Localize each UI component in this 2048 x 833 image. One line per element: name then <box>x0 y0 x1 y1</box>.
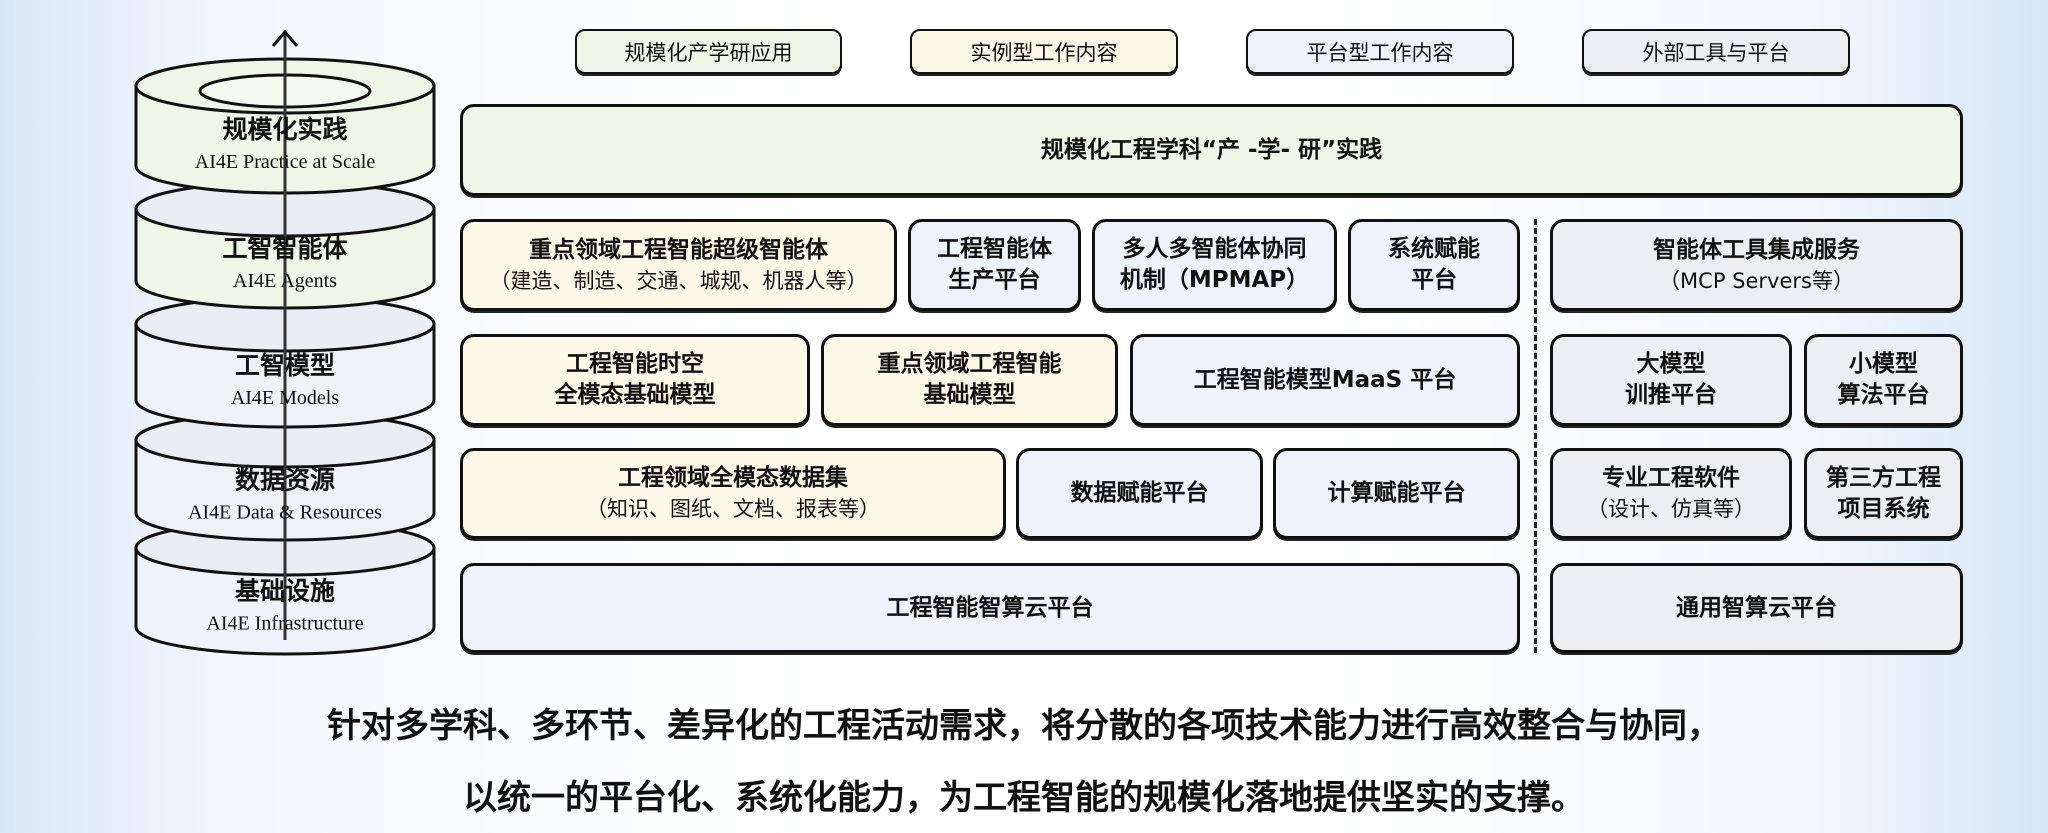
layer-title: 工智模型 <box>235 351 335 380</box>
box-title: 工程智能智算云平台 <box>886 594 1094 621</box>
box-title: 小模型 <box>1849 351 1918 377</box>
up-arrow-icon <box>271 29 299 640</box>
legend-label: 平台型工作内容 <box>1306 40 1454 65</box>
box-title: 计算赋能平台 <box>1327 480 1466 506</box>
layer-title: 基础设施 <box>235 577 335 606</box>
box-title: 数据赋能平台 <box>1070 480 1209 506</box>
large-model-box: 大模型训推平台 <box>1550 334 1792 426</box>
box-title: 重点领域工程智能超级智能体 <box>529 236 828 263</box>
box-title: 项目系统 <box>1837 495 1930 522</box>
general-cloud-box: 通用智算云平台 <box>1550 563 1963 653</box>
mcp-box: 智能体工具集成服务 （MCP Servers等） <box>1550 219 1963 311</box>
box-sub: （知识、图纸、文档、报表等） <box>586 497 880 521</box>
spatiotemporal-model-box: 工程智能时空全模态基础模型 <box>460 334 810 426</box>
box-title: 第三方工程 <box>1826 464 1941 491</box>
box-title: 工程智能模型MaaS 平台 <box>1193 366 1457 393</box>
box-title: 生产平台 <box>948 267 1041 293</box>
legend-label: 规模化产学研应用 <box>624 40 793 65</box>
box-title: 大模型 <box>1636 351 1706 377</box>
legend-external-tools: 外部工具与平台 <box>1582 29 1850 74</box>
agent-production-box: 工程智能体生产平台 <box>908 219 1081 311</box>
box-title: 工程智能时空 <box>566 351 704 377</box>
box-title: 系统赋能 <box>1388 236 1480 262</box>
dataset-box: 工程领域全模态数据集 （知识、图纸、文档、报表等） <box>460 448 1006 539</box>
layer-subtitle: AI4E Agents <box>233 270 337 292</box>
domain-model-box: 重点领域工程智能基础模型 <box>821 334 1118 426</box>
layer-subtitle: AI4E Infrastructure <box>206 613 363 635</box>
engineering-software-box: 专业工程软件 （设计、仿真等） <box>1550 448 1792 539</box>
layer-title: 规模化实践 <box>222 115 347 144</box>
legend-label: 外部工具与平台 <box>1642 40 1790 65</box>
mpmap-box: 多人多智能体协同机制（MPMAP） <box>1092 219 1337 311</box>
practice-label: 规模化工程学科“产 -学- 研”实践 <box>1040 136 1383 163</box>
dashed-divider <box>1534 219 1537 653</box>
box-title: 全模态基础模型 <box>554 382 716 408</box>
summary-line-2: 以统一的平台化、系统化能力，为工程智能的规模化落地提供坚实的支撑。 <box>463 778 1585 818</box>
layer-subtitle: AI4E Models <box>231 387 340 409</box>
box-title: 基础模型 <box>923 382 1016 408</box>
layer-subtitle: AI4E Data & Resources <box>188 502 382 524</box>
box-sub: （设计、仿真等） <box>1587 497 1755 521</box>
box-title: 训推平台 <box>1625 382 1717 408</box>
box-sub: （MCP Servers等） <box>1659 268 1854 293</box>
box-sub: （建造、制造、交通、城规、机器人等） <box>489 268 868 293</box>
box-title: 专业工程软件 <box>1602 465 1740 491</box>
data-platform-box: 数据赋能平台 <box>1016 448 1263 539</box>
legend-platform-work: 平台型工作内容 <box>1246 29 1514 74</box>
box-title: 重点领域工程智能 <box>877 351 1062 377</box>
box-title: 机制（MPMAP） <box>1119 267 1310 293</box>
box-title: 算法平台 <box>1837 382 1930 408</box>
summary-line-1: 针对多学科、多环节、差异化的工程活动需求，将分散的各项技术能力进行高效整合与协同… <box>327 706 1721 746</box>
maas-box: 工程智能模型MaaS 平台 <box>1130 334 1520 426</box>
box-title: 智能体工具集成服务 <box>1653 236 1860 263</box>
layer-stack-diagram: 基础设施 AI4E Infrastructure 数据资源 AI4E Data & R… <box>134 29 436 656</box>
layer-agents <box>134 180 436 310</box>
box-title: 工程智能体 <box>937 236 1052 262</box>
layer-subtitle: AI4E Practice at Scale <box>195 151 376 173</box>
box-title: 通用智算云平台 <box>1676 594 1837 621</box>
box-title: 平台 <box>1411 267 1457 293</box>
layer-title: 数据资源 <box>235 466 335 495</box>
layer-title: 工智智能体 <box>222 234 348 263</box>
compute-platform-box: 计算赋能平台 <box>1273 448 1520 539</box>
practice-box: 规模化工程学科“产 -学- 研”实践 <box>460 104 1963 196</box>
legend-label: 实例型工作内容 <box>970 40 1118 65</box>
small-model-box: 小模型算法平台 <box>1804 334 1963 426</box>
cloud-platform-box: 工程智能智算云平台 <box>460 563 1520 653</box>
third-party-system-box: 第三方工程项目系统 <box>1804 448 1963 539</box>
box-title: 多人多智能体协同 <box>1122 236 1307 262</box>
legend-instance-work: 实例型工作内容 <box>910 29 1178 74</box>
system-empower-box: 系统赋能平台 <box>1348 219 1520 311</box>
legend-scaled-application: 规模化产学研应用 <box>575 29 842 74</box>
box-title: 工程领域全模态数据集 <box>618 465 848 491</box>
super-agent-box: 重点领域工程智能超级智能体 （建造、制造、交通、城规、机器人等） <box>460 219 897 311</box>
